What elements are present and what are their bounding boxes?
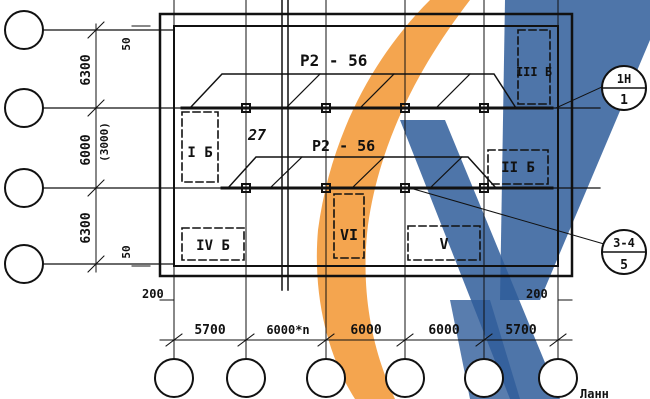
zone-label-1: I Б <box>187 145 212 161</box>
corner-text: Ланн <box>580 387 609 399</box>
callout-2-top: 3-4 <box>613 236 635 250</box>
callout-2-bottom: 5 <box>620 258 628 273</box>
callout-1-bottom: 1 <box>620 93 628 108</box>
callout-bubble-1: 1Н 1 <box>601 65 647 111</box>
dim-offset-top: 50 <box>120 37 133 50</box>
break-line <box>281 0 289 291</box>
left-dimension-line <box>87 21 151 273</box>
callout-leader-top <box>555 85 605 109</box>
column-axis-bubbles <box>154 358 578 398</box>
outer-wall <box>158 12 574 278</box>
dim-col-3: 6000 <box>350 323 381 338</box>
dim-col-2: 6000*n <box>266 323 309 337</box>
callout-leader-bottom <box>409 187 605 245</box>
dim-offset-left: 200 <box>142 287 164 301</box>
zone-label-3: III Б <box>516 65 552 79</box>
dim-offset-right: 200 <box>526 287 548 301</box>
beam-label-lower: P2 - 56 <box>312 137 375 155</box>
bottom-dimension-line <box>159 299 573 347</box>
callout-bubble-2: 3-4 5 <box>601 229 647 275</box>
truss-lower-outline <box>226 156 498 190</box>
row-axis-bubbles <box>4 10 44 284</box>
dim-offset-bottom: 50 <box>120 245 133 258</box>
column-mark: 27 <box>247 126 266 144</box>
dim-col-5: 5700 <box>505 323 536 338</box>
dim-row-3: 6300 <box>79 212 94 243</box>
zone-label-6: VI <box>340 226 358 244</box>
dim-row-2-half: (3000) <box>98 122 111 162</box>
beam-label-upper: P2 - 56 <box>300 51 367 70</box>
zone-label-4: IV Б <box>196 238 230 254</box>
beam-columns <box>241 103 489 193</box>
dim-col-4: 6000 <box>428 323 459 338</box>
callout-1-top: 1Н <box>617 72 631 86</box>
zone-boxes <box>181 29 551 261</box>
dim-col-1: 5700 <box>194 323 225 338</box>
watermark-orange-arc <box>316 0 470 399</box>
truss-diagonals <box>269 73 471 189</box>
dim-row-2: 6000 <box>79 134 94 165</box>
zone-label-2: II Б <box>501 160 535 176</box>
truss-upper-outline <box>188 73 518 110</box>
zone-label-5: V <box>439 235 448 253</box>
dim-row-1: 6300 <box>79 54 94 85</box>
